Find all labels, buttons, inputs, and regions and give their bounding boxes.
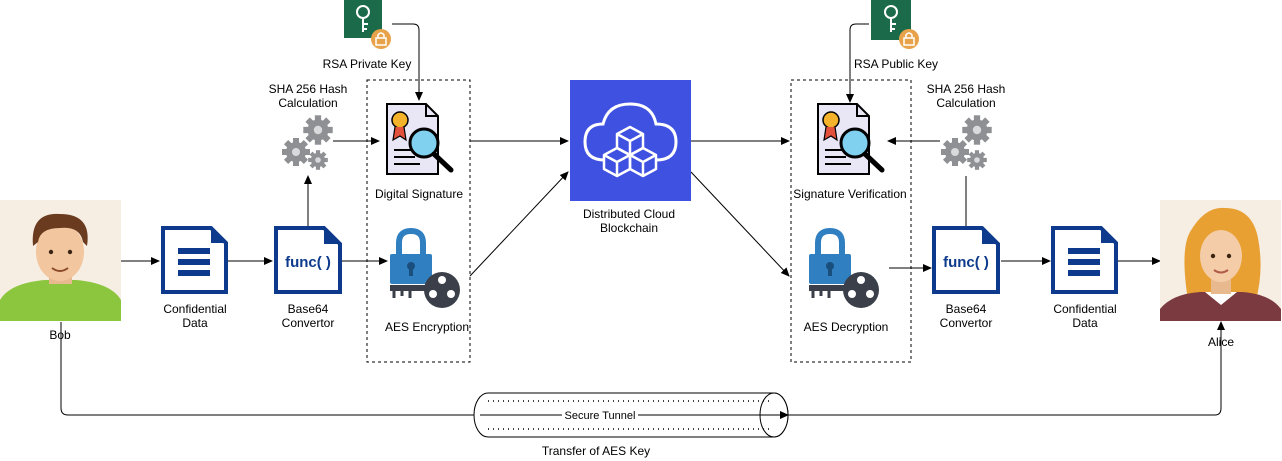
base64-label-right-line1: Base64 [945,302,987,316]
func-label: func( ) [943,254,989,271]
aes-decryption-label: AES Decryption [803,320,889,334]
confidential-data-label-right-line2: Data [1072,316,1098,330]
digital-signature-label: Digital Signature [374,187,464,201]
right-crypto-box [790,79,912,363]
blockchain-label-line2: Blockchain [599,221,659,235]
signature-verification-label: Signature Verification [793,187,907,201]
func-label: func( ) [285,254,331,271]
lock-and-key-icon-left [390,227,460,308]
sha-hash-label-right-line1: SHA 256 Hash [926,82,1006,96]
connectors [60,23,1225,416]
blockchain-label-line1: Distributed Cloud [582,207,676,221]
bob-label: Bob [49,328,71,342]
lock-and-key-icon-right [809,227,879,308]
gears-icon-left [282,115,333,170]
confidential-data-label-left-line2: Data [182,316,208,330]
document-icon-left [161,226,228,294]
confidential-data-label-left-line1: Confidential [163,302,227,316]
certificate-magnifier-icon-left [386,103,454,175]
certificate-magnifier-icon-right [817,103,885,175]
person-female-avatar [1160,200,1281,321]
base64-label-left-line1: Base64 [287,302,329,316]
secure-tunnel-label: Secure Tunnel [564,410,636,422]
rsa-public-key-label: RSA Public Key [853,57,939,71]
public-key-icon [871,0,919,49]
alice-label: Alice [1207,335,1235,349]
base64-label-left-line2: Convertor [281,316,335,330]
cloud-blockchain-icon [570,80,691,201]
transfer-aes-key-label: Transfer of AES Key [541,444,651,458]
sha-hash-label-right-line2: Calculation [936,96,996,110]
rsa-private-key-label: RSA Private Key [322,57,412,71]
aes-encryption-label: AES Encryption [384,320,470,334]
document-icon-right [1051,226,1118,294]
confidential-data-label-right-line1: Confidential [1053,302,1117,316]
function-document-icon-left: func( ) [274,226,342,294]
sha-hash-label-left-line1: SHA 256 Hash [268,82,348,96]
person-male-avatar [0,200,121,321]
sha-hash-label-left-line2: Calculation [278,96,338,110]
private-key-icon [344,0,391,49]
padlock-icon [371,29,391,49]
base64-label-right-line2: Convertor [939,316,993,330]
padlock-icon [899,29,919,49]
function-document-icon-right: func( ) [932,226,1000,294]
gears-icon-right [941,115,992,170]
secure-tunnel [473,392,788,438]
